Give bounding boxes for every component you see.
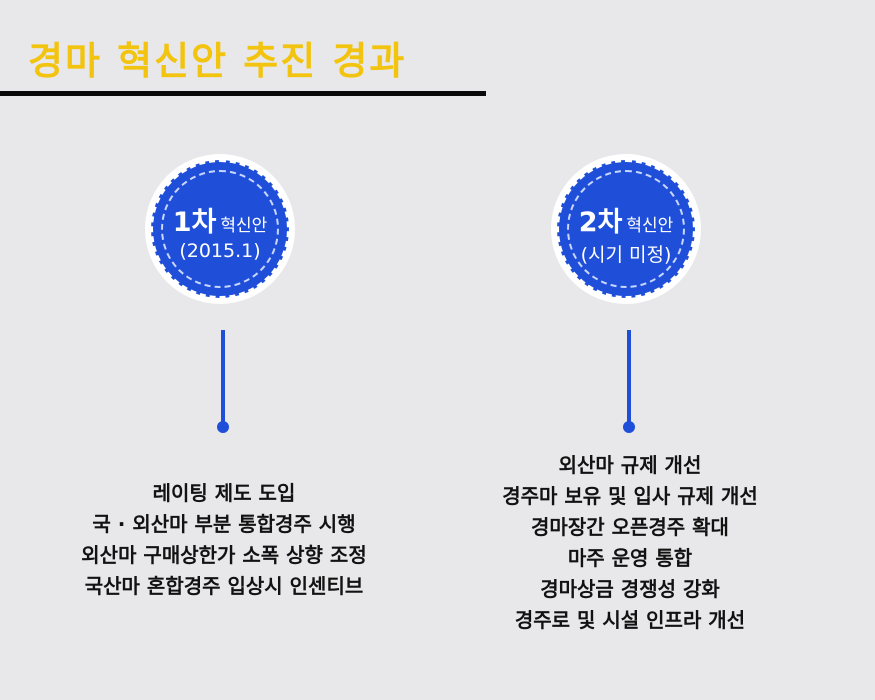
- stage-1-items: 레이팅 제도 도입 국 · 외산마 부분 통합경주 시행 외산마 구매상한가 소…: [14, 478, 434, 602]
- stage-1-connector-dot: [217, 421, 229, 433]
- list-item: 외산마 구매상한가 소폭 상향 조정: [81, 543, 367, 567]
- stage-2-word: 혁신안: [626, 216, 674, 236]
- list-item: 레이팅 제도 도입: [152, 481, 296, 505]
- stage-2-number: 2차: [578, 207, 623, 238]
- stage-2-badge-ring: [567, 170, 685, 288]
- stage-2-items: 외산마 규제 개선 경주마 보유 및 입사 규제 개선 경마장간 오픈경주 확대…: [420, 450, 840, 636]
- list-item: 경마상금 경쟁성 강화: [540, 577, 720, 601]
- stage-1-word: 혁신안: [220, 216, 268, 236]
- list-item: 국 · 외산마 부분 통합경주 시행: [92, 512, 356, 536]
- stage-1-badge-ring: [161, 170, 279, 288]
- list-item: 경주마 보유 및 입사 규제 개선: [502, 484, 758, 508]
- stage-2-date: (시기 미정): [580, 244, 672, 266]
- list-item: 경주로 및 시설 인프라 개선: [514, 608, 746, 632]
- list-item: 국산마 혼합경주 입상시 인센티브: [84, 574, 364, 598]
- stage-2-connector: [627, 330, 631, 426]
- stage-1-date: (2015.1): [179, 240, 261, 262]
- list-item: 경마장간 오픈경주 확대: [531, 515, 729, 539]
- stage-1-connector: [221, 330, 225, 426]
- list-item: 마주 운영 통합: [567, 546, 693, 570]
- stage-2-connector-dot: [623, 421, 635, 433]
- title-underline: [0, 91, 486, 96]
- list-item: 외산마 규제 개선: [558, 453, 702, 477]
- stage-1-number: 1차: [172, 207, 217, 238]
- page-title: 경마 혁신안 추진 경과: [28, 39, 407, 83]
